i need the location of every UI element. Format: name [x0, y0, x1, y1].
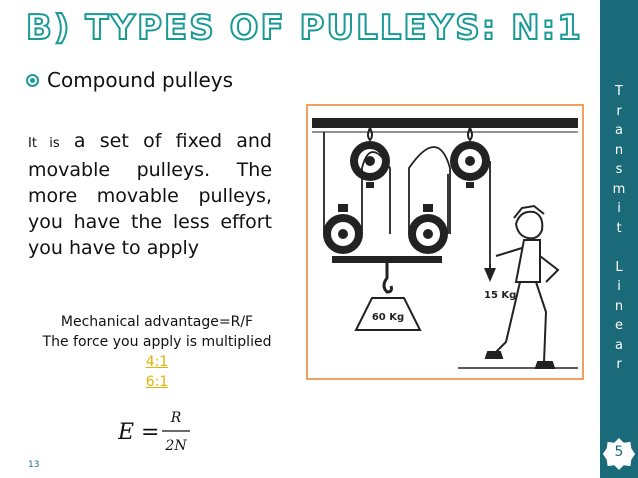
paragraph-line4: pulleys, you have the: [28, 185, 272, 233]
vertical-letter: n: [614, 298, 624, 314]
slide-title: B) TYPES OF PULLEYS: N:1: [25, 7, 583, 49]
bullet-circle-icon: [26, 73, 39, 87]
formula-numerator: R: [170, 410, 182, 426]
load-label: 60 Kg: [372, 312, 404, 323]
mechanical-advantage-text: Mechanical advantage=R/F: [60, 314, 254, 330]
vertical-letter: a: [615, 123, 623, 138]
effort-label: 15 Kg: [484, 290, 516, 301]
right-sidebar: T r a n s m i t L i n e a r: [600, 0, 638, 478]
effort-formula: E = R 2N: [118, 410, 190, 454]
spreader-bar: [332, 256, 442, 263]
formula-lhs: E =: [118, 420, 160, 445]
fixed-pulley-right: [450, 127, 490, 188]
load-hook: [382, 263, 393, 294]
force-multiplied-text: The force you apply is multiplied: [42, 334, 272, 350]
ratio-link-4-1[interactable]: 4:1: [145, 354, 169, 370]
page-number: 13: [28, 460, 40, 470]
person-pulling-rope: [484, 204, 560, 369]
pulley-illustration: 60 Kg 15 Kg: [312, 118, 578, 369]
vertical-letter: a: [615, 337, 623, 353]
paragraph-line1: a set of fixed and: [59, 130, 272, 152]
paragraph-line5: less effort you have to: [28, 211, 272, 259]
vertical-letter: r: [616, 103, 622, 119]
vertical-letter: t: [616, 220, 622, 236]
rope: [323, 132, 491, 264]
paragraph-line3: The more movable: [28, 159, 273, 207]
fixed-pulley-left: [350, 127, 390, 188]
vertical-letter: e: [615, 318, 623, 333]
vertical-letter: i: [617, 279, 621, 294]
load-weight: [354, 297, 422, 331]
bullet-item: Compound pulleys: [26, 68, 233, 92]
vertical-letter: L: [615, 259, 623, 275]
compound-pulley-figure: 60 Kg 15 Kg: [306, 104, 584, 380]
movable-pulley-right: [408, 204, 448, 254]
slide-number-badge: 5: [614, 444, 624, 460]
slide-number-badge-icon: [601, 436, 637, 472]
vertical-letter: m: [612, 181, 626, 197]
paragraph-line6: apply: [146, 237, 200, 259]
ratio-link-6-1[interactable]: 6:1: [145, 374, 169, 390]
vertical-letter: s: [615, 162, 623, 177]
description-paragraph: It is a set of fixed and movable pulleys…: [28, 128, 272, 261]
bullet-text: Compound pulleys: [47, 68, 234, 92]
paragraph-line2: movable pulleys.: [28, 159, 211, 181]
vertical-letter: n: [614, 142, 624, 158]
vertical-letter: r: [616, 357, 622, 372]
vertical-letter: [600, 238, 638, 258]
paragraph-lead: It is: [28, 136, 60, 151]
vertical-letter: i: [617, 201, 621, 216]
movable-pulley-left: [323, 204, 363, 254]
mechanical-advantage-block: Mechanical advantage=R/F The force you a…: [12, 312, 302, 392]
vertical-caption: T r a n s m i t L i n e a r: [600, 82, 638, 375]
ceiling-beam: [312, 118, 578, 128]
vertical-letter: T: [615, 84, 623, 99]
formula-denominator: 2N: [164, 438, 187, 454]
